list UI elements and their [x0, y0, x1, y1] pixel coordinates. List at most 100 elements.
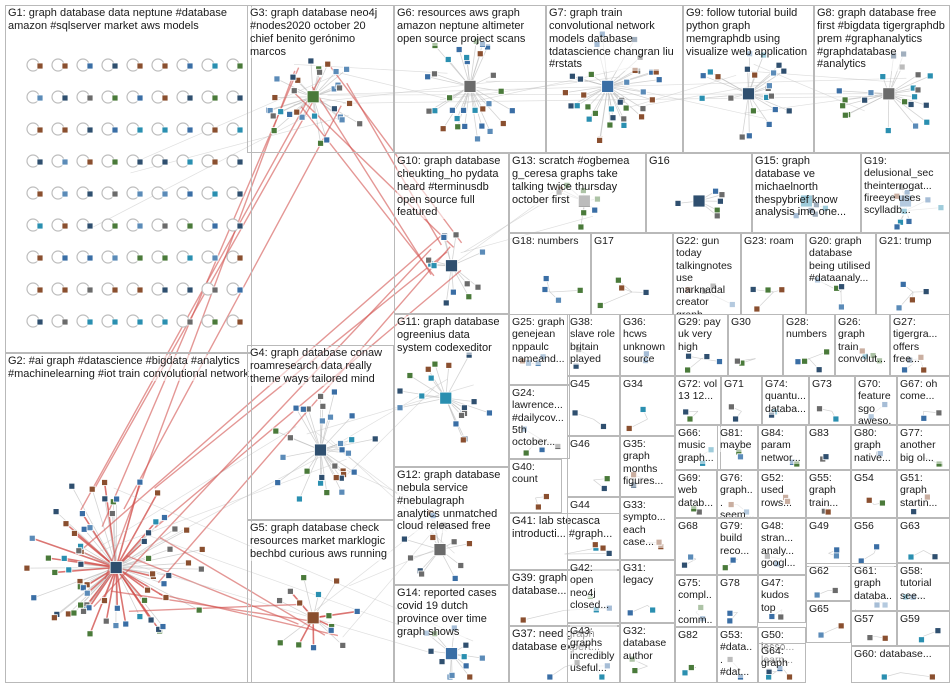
- node-avatar: [290, 87, 298, 95]
- node-avatar: [136, 158, 144, 166]
- node-avatar: [538, 446, 546, 453]
- node-avatar: [906, 356, 914, 364]
- node-avatar: [161, 254, 169, 262]
- node-avatar: [914, 86, 922, 94]
- node-avatar: [61, 222, 69, 230]
- node-avatar: [622, 104, 630, 112]
- node-avatar: [489, 71, 497, 79]
- edge-line: [564, 553, 610, 555]
- node-avatar: [145, 554, 152, 562]
- node-avatar: [555, 296, 562, 304]
- node-avatar: [289, 73, 297, 81]
- node-avatar: [525, 359, 532, 367]
- node-avatar: [786, 673, 793, 681]
- inter-group-edge: [311, 86, 432, 275]
- node-avatar: [450, 538, 458, 546]
- node-avatar: [466, 540, 473, 547]
- node-avatar: [873, 543, 881, 551]
- node-avatar: [749, 107, 757, 115]
- node-avatar: [445, 259, 458, 273]
- inter-group-edge: [342, 520, 443, 638]
- node-avatar: [161, 318, 169, 326]
- inter-group-edge: [460, 215, 594, 254]
- inter-group-edge: [129, 74, 336, 165]
- node-avatar: [771, 106, 779, 113]
- node-avatar: [465, 351, 473, 359]
- node-avatar: [905, 218, 913, 225]
- node-avatar: [895, 304, 903, 312]
- node-avatar: [332, 68, 340, 75]
- node-avatar: [573, 102, 581, 110]
- node-avatar: [306, 611, 320, 625]
- node-avatar: [520, 425, 528, 433]
- node-avatar: [339, 641, 347, 649]
- node-avatar: [236, 254, 244, 262]
- inter-group-edge: [85, 115, 308, 232]
- node-avatar: [900, 50, 908, 58]
- node-avatar: [631, 66, 639, 74]
- node-avatar: [920, 414, 928, 422]
- inter-group-edge: [102, 426, 297, 546]
- node-avatar: [101, 597, 108, 604]
- node-avatar: [642, 357, 649, 365]
- node-avatar: [893, 192, 901, 200]
- node-avatar: [327, 413, 334, 421]
- node-avatar: [914, 71, 922, 79]
- node-avatar: [453, 115, 461, 122]
- node-avatar: [36, 254, 44, 262]
- node-avatar: [122, 620, 130, 628]
- node-avatar: [113, 604, 121, 612]
- node-avatar: [768, 613, 776, 620]
- node-avatar: [911, 93, 918, 101]
- inter-group-edge: [300, 106, 435, 277]
- node-avatar: [474, 135, 481, 143]
- edge-line: [599, 86, 609, 141]
- node-avatar: [183, 526, 191, 534]
- node-avatar: [600, 423, 607, 430]
- edge-line: [115, 567, 141, 617]
- node-avatar: [857, 557, 865, 565]
- inter-group-edge: [158, 593, 339, 637]
- inter-group-edge: [464, 194, 558, 253]
- edge-line: [91, 489, 117, 568]
- node-avatar: [839, 102, 847, 110]
- node-avatar: [726, 656, 734, 663]
- node-avatar: [472, 37, 480, 45]
- node-avatar: [186, 62, 194, 70]
- node-avatar: [50, 614, 58, 622]
- node-avatar: [136, 190, 144, 198]
- edge-line: [116, 567, 165, 585]
- node-avatar: [197, 565, 205, 573]
- inter-group-edge: [315, 431, 447, 532]
- node-avatar: [111, 62, 119, 70]
- node-avatar: [236, 286, 244, 294]
- node-avatar: [687, 553, 695, 561]
- node-avatar: [833, 552, 840, 560]
- edge-line: [313, 610, 358, 619]
- node-layer: [23, 30, 945, 681]
- node-avatar: [727, 501, 735, 508]
- node-avatar: [832, 415, 840, 423]
- node-avatar: [636, 53, 644, 61]
- node-avatar: [591, 109, 599, 117]
- node-avatar: [62, 520, 70, 528]
- node-avatar: [923, 118, 931, 126]
- node-avatar: [631, 667, 639, 674]
- inter-group-edge: [314, 378, 448, 458]
- inter-group-edge: [626, 74, 737, 109]
- node-avatar: [815, 366, 823, 374]
- node-avatar: [639, 406, 647, 413]
- node-avatar: [485, 100, 493, 108]
- node-avatar: [86, 190, 94, 198]
- node-avatar: [303, 467, 311, 475]
- node-avatar: [890, 52, 897, 60]
- node-avatar: [269, 112, 277, 120]
- edge-line: [706, 291, 733, 305]
- node-avatar: [567, 102, 575, 110]
- node-avatar: [813, 591, 821, 599]
- node-avatar: [136, 62, 144, 70]
- node-avatar: [937, 204, 945, 212]
- node-avatar: [36, 222, 44, 230]
- node-avatar: [727, 403, 735, 411]
- node-avatar: [463, 80, 477, 93]
